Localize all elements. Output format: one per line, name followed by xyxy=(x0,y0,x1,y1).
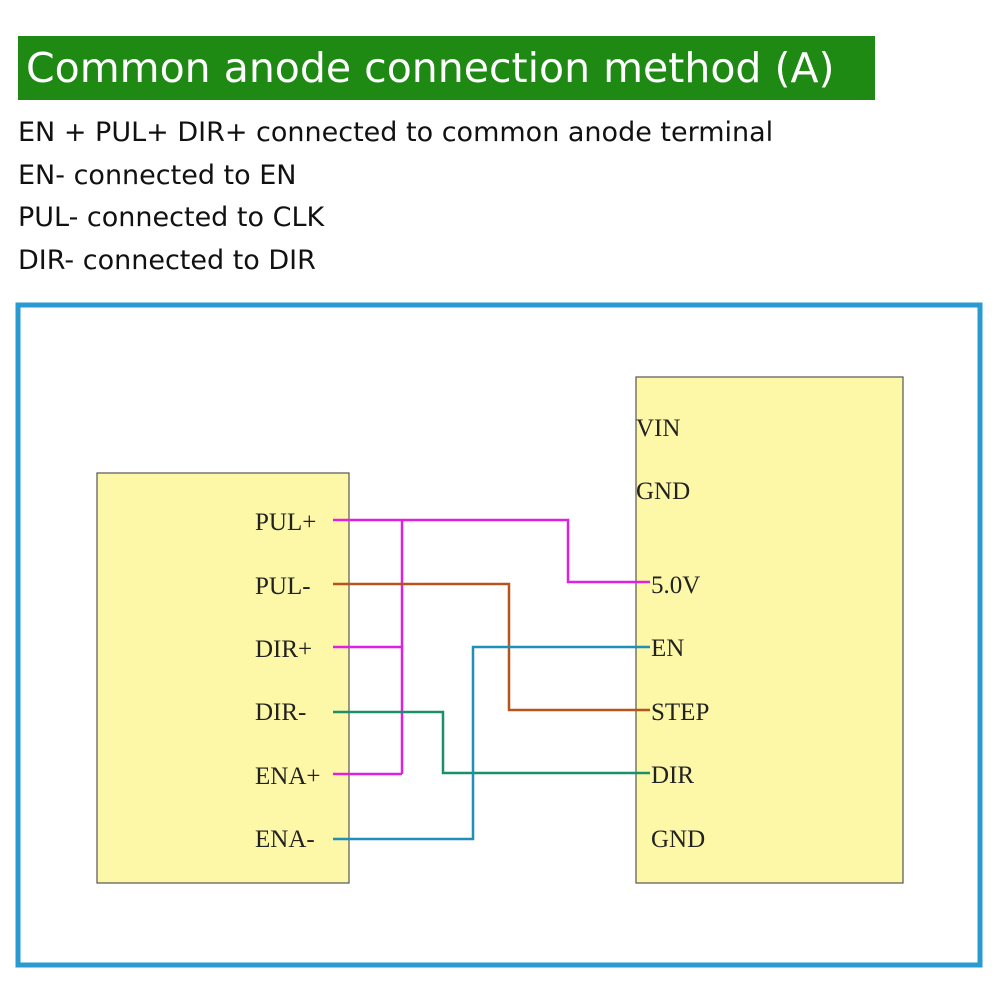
wire-common-anode xyxy=(333,518,650,584)
driver-pin-ena-plus: ENA+ xyxy=(255,763,320,790)
controller-pin-en: EN xyxy=(651,635,684,662)
note-common-anode: EN + PUL+ DIR+ connected to common anode… xyxy=(18,117,774,148)
driver-pin-dir-minus: DIR- xyxy=(255,699,306,726)
connection-notes: EN + PUL+ DIR+ connected to common anode… xyxy=(18,112,773,282)
driver-pin-pul-plus: PUL+ xyxy=(255,509,316,536)
controller-box xyxy=(635,376,904,884)
controller-pin-step: STEP xyxy=(651,699,709,726)
wire-ena-minus-en xyxy=(333,645,650,841)
driver-pin-dir-plus: DIR+ xyxy=(255,636,312,663)
note-pul: PUL- connected to CLK xyxy=(18,202,325,233)
controller-pin-5v: 5.0V xyxy=(651,572,700,599)
controller-pin-gnd: GND xyxy=(651,826,705,853)
controller-label-vin: VIN xyxy=(636,415,680,442)
driver-pin-pul-minus: PUL- xyxy=(255,573,311,600)
controller-pin-dir: DIR xyxy=(651,762,694,789)
controller-label-gnd-top: GND xyxy=(636,478,690,505)
note-en: EN- connected to EN xyxy=(18,159,297,191)
wire-dir-minus-dir xyxy=(333,710,650,775)
driver-box xyxy=(96,472,350,884)
note-dir: DIR- connected to DIR xyxy=(18,244,316,276)
driver-pin-ena-minus: ENA- xyxy=(255,826,315,853)
page-title: Common anode connection method (A) xyxy=(18,36,875,100)
diagram-border xyxy=(15,302,983,968)
